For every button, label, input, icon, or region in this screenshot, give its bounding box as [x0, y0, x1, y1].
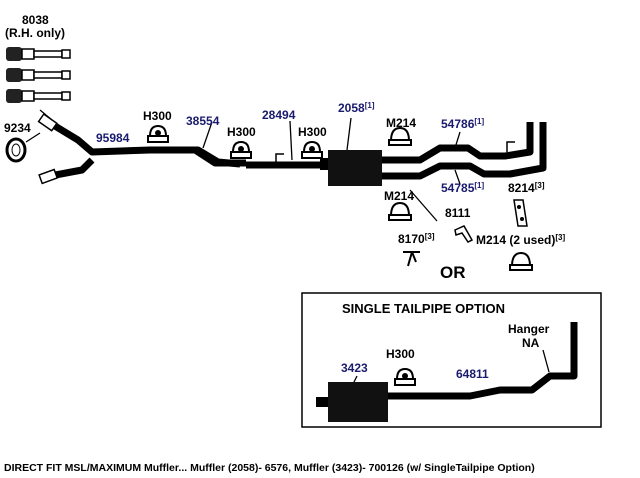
rh-only-label: (R.H. only) [5, 26, 65, 40]
clamp-m214-label: M214 [384, 189, 414, 203]
clamp-h300-label: H300 [227, 125, 256, 139]
clamp-m214-label: M214 [386, 116, 416, 130]
part-54786-label: 54786[1] [441, 117, 484, 131]
clamp-h300-label: H300 [386, 347, 415, 361]
gasket-9234-graphic [5, 132, 41, 163]
hanger-8170-label: 8170[3] [398, 232, 435, 246]
h300-clamps-graphic [147, 124, 323, 159]
hangers-graphic [403, 199, 528, 267]
or-label: OR [440, 263, 466, 282]
intermediate-pipes-graphic [160, 120, 326, 169]
hanger-na-label-line1: Hanger [508, 322, 550, 336]
part-28494-label: 28494 [262, 108, 296, 122]
part-9234-label: 9234 [4, 121, 31, 135]
clamp-m214-2-used-label: M214 (2 used)[3] [476, 233, 565, 247]
part-54785-label: 54785[1] [441, 181, 484, 195]
part-8038-label: 8038 [22, 13, 49, 27]
muffler-3423-label: 3423 [341, 361, 368, 375]
muffler-2058-label: 2058[1] [338, 101, 375, 115]
part-64811-label: 64811 [456, 367, 489, 381]
caption: DIRECT FIT MSL/MAXIMUM Muffler... Muffle… [4, 462, 535, 474]
hanger-kit-8038-graphic [6, 47, 71, 103]
part-95984-label: 95984 [96, 131, 130, 145]
muffler-2058-graphic [320, 117, 382, 186]
hanger-8111-label: 8111 [445, 206, 471, 220]
dual-tailpipes-graphic [382, 122, 547, 185]
single-tailpipe-option-title: SINGLE TAILPIPE OPTION [342, 301, 505, 316]
clamp-h300-label: H300 [298, 125, 327, 139]
m214-clamps-graphic [388, 126, 533, 271]
single-tailpipe-graphic [316, 322, 578, 422]
clamp-h300-label: H300 [143, 109, 172, 123]
hanger-na-label-line2: NA [522, 336, 540, 350]
hanger-8214-label: 8214[3] [508, 181, 545, 195]
part-38554-label: 38554 [186, 114, 220, 128]
